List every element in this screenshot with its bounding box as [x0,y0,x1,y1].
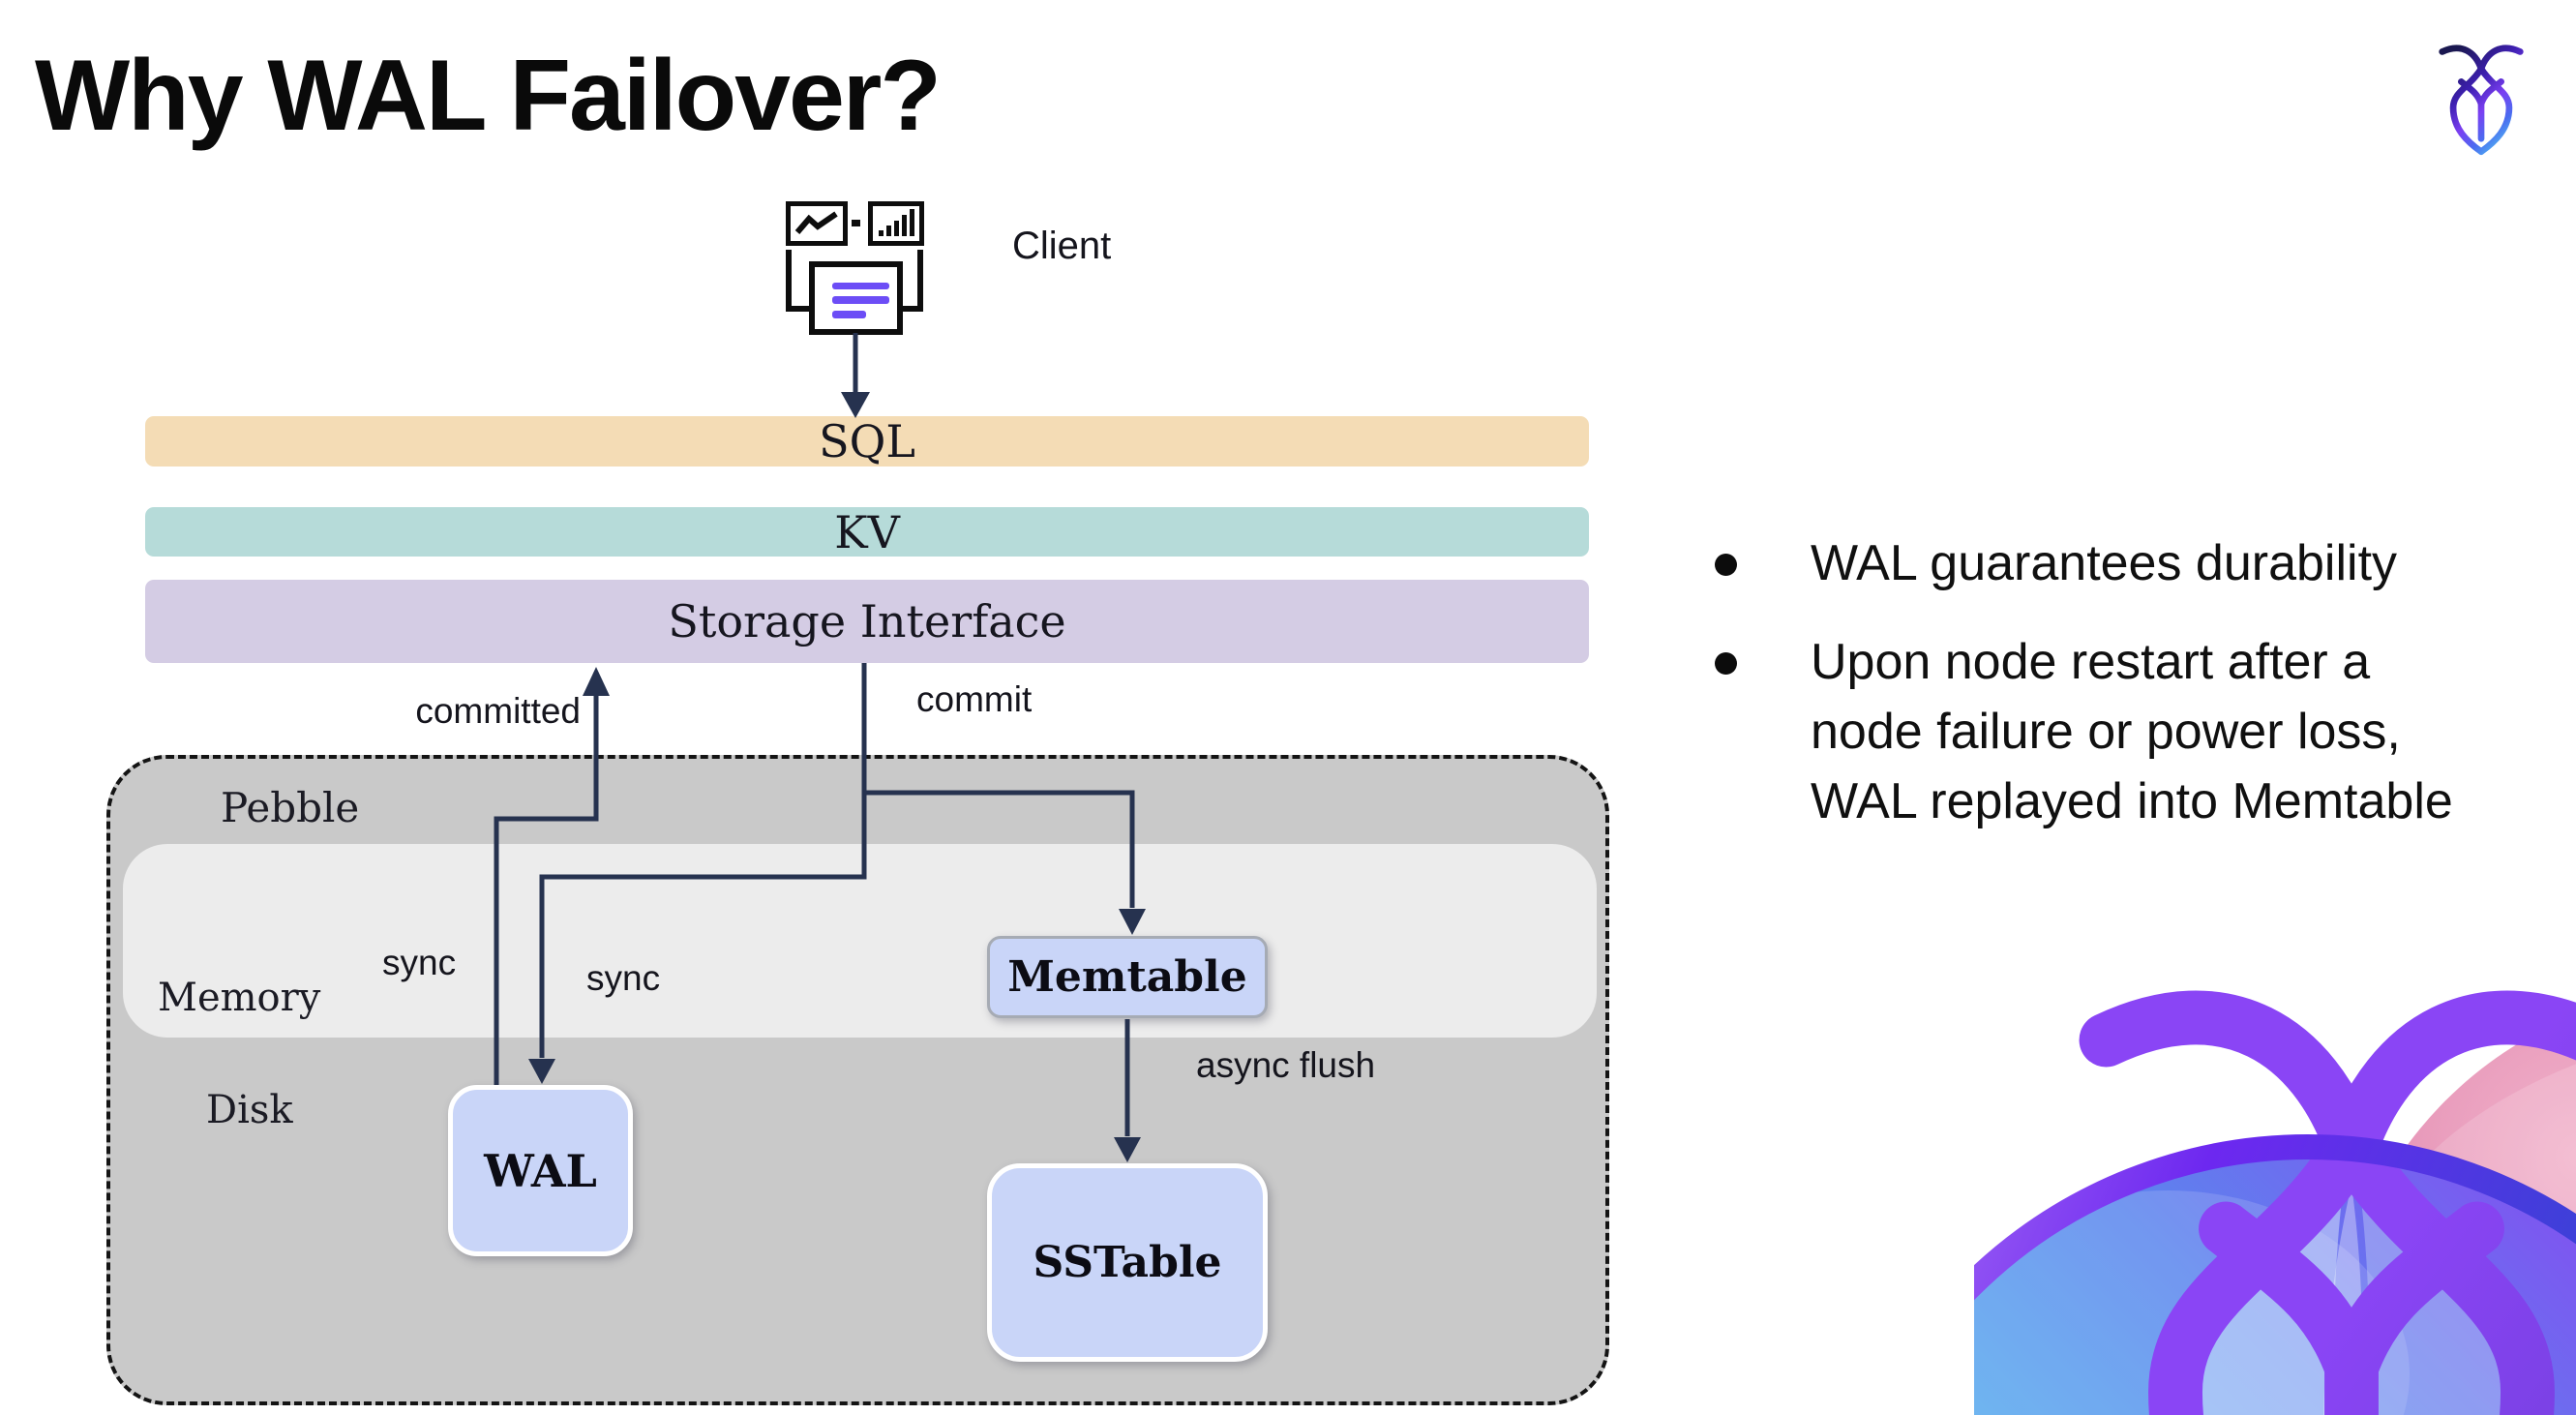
bullet-dot [1715,554,1737,576]
sync-left-label: sync [382,943,457,982]
bullet-list: WAL guarantees durability Upon node rest… [1715,528,2508,865]
right-bracket-foot [898,306,923,312]
layer-sql-label: SQL [819,415,915,467]
doc-text-line [832,283,889,289]
right-bracket [917,250,923,312]
disk-label: Disk [206,1088,293,1132]
left-bracket [786,250,792,312]
list-item: Upon node restart after a node failure o… [1715,627,2508,836]
sstable-node-label: SSTable [1033,1238,1222,1287]
memtable-node: Memtable [987,936,1268,1018]
list-item: WAL guarantees durability [1715,528,2508,598]
bullet-text: Upon node restart after a node failure o… [1811,634,2453,829]
memory-label: Memory [158,976,321,1020]
page-title: Why WAL Failover? [35,40,942,152]
sync-right-label: sync [586,958,661,998]
wal-node-label: WAL [484,1144,597,1197]
layer-kv-label: KV [834,505,900,558]
layer-storage-interface-label: Storage Interface [668,595,1066,647]
line-chart-icon [786,201,848,246]
layer-kv: KV [145,505,1589,558]
bullet-text: WAL guarantees durability [1811,535,2398,591]
committed-arrowhead [583,667,610,696]
committed-label: committed [415,691,581,731]
layer-storage-interface: Storage Interface [145,580,1589,663]
client-label: Client [1012,225,1112,267]
sstable-node: SSTable [987,1163,1268,1362]
dash-connector [852,220,860,226]
async-flush-label: async flush [1196,1045,1376,1085]
left-bracket-foot [786,306,811,312]
document-icon [809,261,903,335]
memory-band [123,844,1597,1038]
cockroachdb-logo-icon [2431,39,2531,166]
bullet-dot [1715,652,1737,675]
client-to-sql-arrowhead [841,392,870,418]
wal-node: WAL [448,1085,633,1256]
doc-text-line [832,311,866,318]
doc-text-line [832,296,889,304]
layer-sql: SQL [145,415,1589,467]
giant-roach-glyph [2079,990,2576,1415]
cockroach-corner-art [1864,958,2576,1415]
purple-arc [1864,1134,2576,1415]
pebble-label: Pebble [221,784,360,831]
memtable-node-label: Memtable [1007,952,1247,1002]
commit-label: commit [916,679,1033,719]
bar-chart-icon [868,201,924,246]
